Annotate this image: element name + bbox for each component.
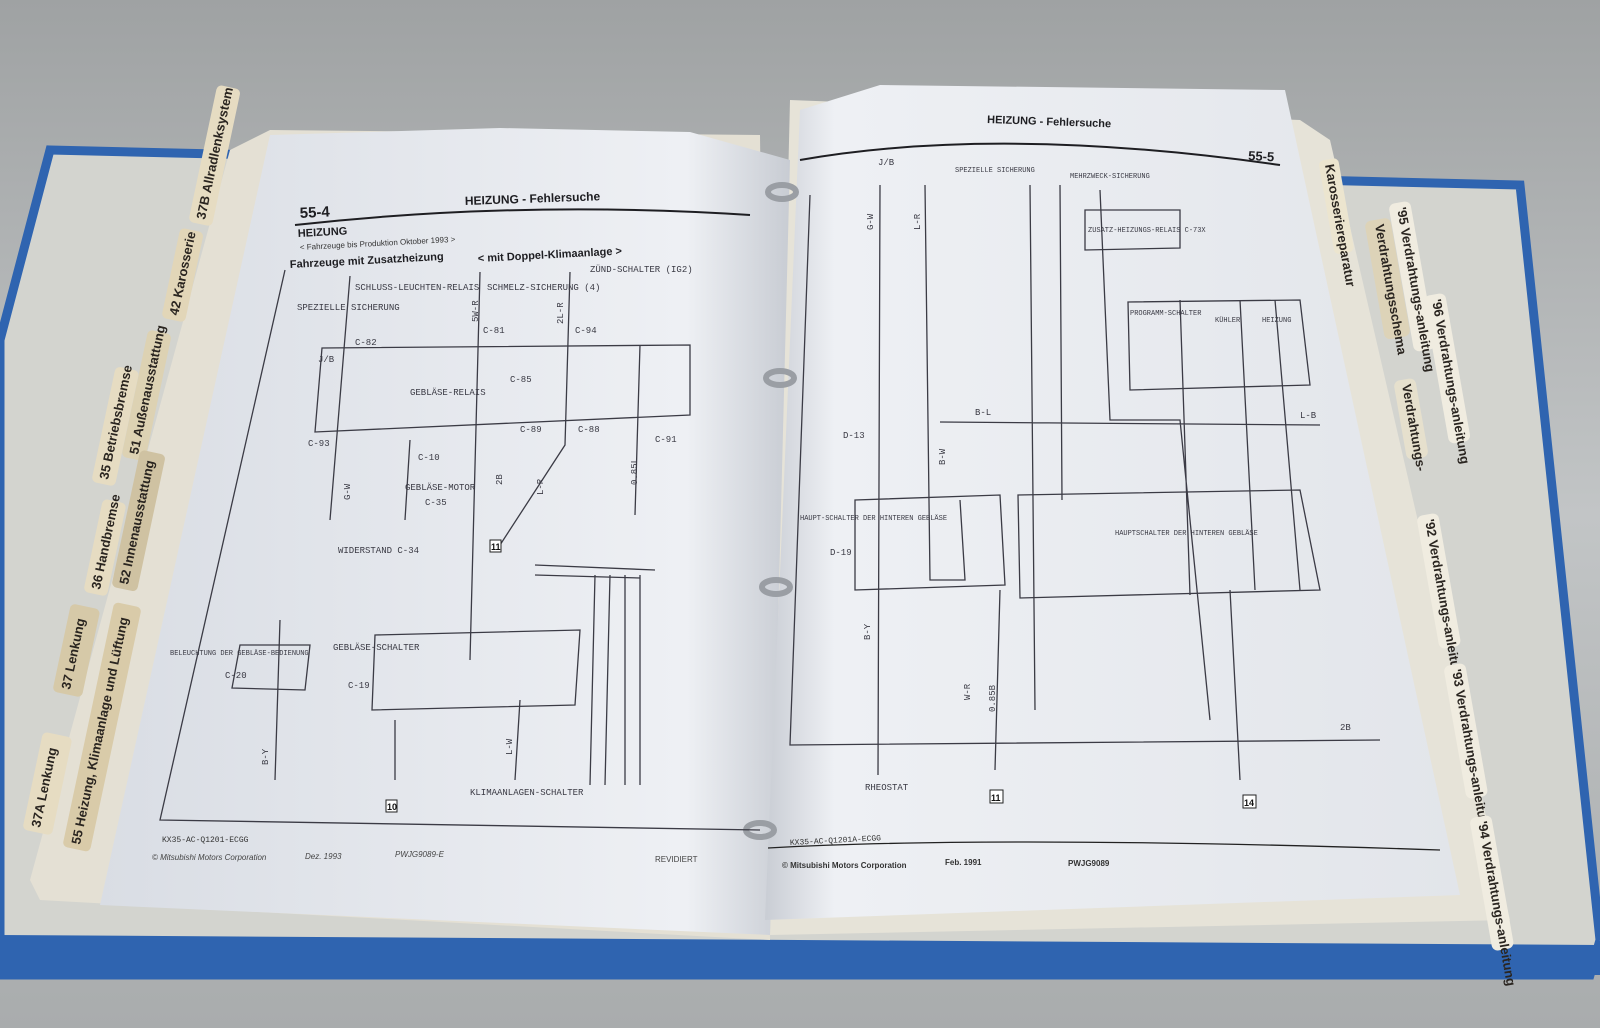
wire-code: L-B [1300,411,1317,421]
wire-code: 5W-R [471,300,481,322]
connector-label: D-19 [830,548,852,558]
right-page-number: 55-5 [1248,148,1275,164]
wire-code: 2L-R [556,302,566,324]
label-klima-schalter: KLIMAANLAGEN-SCHALTER [470,788,584,798]
wire-code: L-R [913,213,923,230]
right-copyright: © Mitsubishi Motors Corporation [782,861,907,870]
left-page [100,128,790,935]
binder-spine-edge [0,935,1600,975]
label-kuehler: KÜHLER [1215,316,1241,325]
connector-label: C-91 [655,435,677,445]
left-page-content: 55-4 HEIZUNG - Fehlersuche HEIZUNG < Fah… [152,189,761,864]
wire-code: L-R [536,478,546,495]
right-page-header: HEIZUNG - Fehlersuche [987,114,1111,130]
label-widerstand: WIDERSTAND C-34 [338,546,419,556]
wire-code: W-R [963,683,973,700]
label-spez-sicherung: SPEZIELLE SICHERUNG [297,303,400,313]
left-copyright: © Mitsubishi Motors Corporation [152,853,267,862]
connector-label: C-81 [483,326,505,336]
label-hauptschalter-links: HAUPT-SCHALTER DER HINTEREN GEBLÄSE [800,514,947,523]
connector-label: C-82 [355,338,377,348]
wire-code: L-W [505,738,515,755]
label-schmelz: SCHMELZ-SICHERUNG (4) [487,283,600,293]
left-date: Dez. 1993 [305,852,342,861]
label-schluss: SCHLUSS-LEUCHTEN-RELAIS [355,283,479,293]
wire-code: 2B [1340,723,1351,733]
section-title: HEIZUNG [298,225,348,240]
label-rheostat: RHEOSTAT [865,783,909,793]
connector-label: C-85 [510,375,532,385]
connector-label: J/B [878,158,895,168]
label-zuend: ZÜND-SCHALTER (IG2) [590,264,693,275]
label-zusatz-relais: ZUSATZ-HEIZUNGS-RELAIS C-73X [1088,227,1206,235]
label-spezielle-sicherung: SPEZIELLE SICHERUNG [955,167,1035,175]
connector-label: C-10 [418,453,440,463]
wire-code: 2B [495,474,505,485]
wire-code: B-L [975,408,991,418]
wire-code: B-Y [261,748,271,765]
left-pub-code: PWJG9089-E [395,850,445,859]
wire-code: G-W [343,483,353,500]
connector-label: C-93 [308,439,330,449]
label-geblaese-schalter: GEBLÄSE-SCHALTER [333,643,420,653]
wire-code: 0.85L [630,458,640,485]
label-beleuchtung: BELEUCHTUNG DER GEBLÄSE-BEDIENUNG [170,649,309,658]
right-pub-code: PWJG9089 [1068,859,1110,868]
binder-rings [743,182,799,840]
connector-label: C-88 [578,425,600,435]
wire-code: 0.85B [988,684,998,712]
label-heizung: HEIZUNG [1262,317,1291,325]
connector-label: C-89 [520,425,542,435]
left-doc-code: KX35-AC-Q1201-ECGG [162,836,249,845]
connector-label: C-19 [348,681,370,691]
header-rule [294,208,751,226]
ground-number: 10 [387,802,397,812]
right-date: Feb. 1991 [945,858,982,867]
connector-label: D-13 [843,431,865,441]
label-geblaese-motor: GEBLÄSE-MOTOR [405,483,476,493]
ground-number: 11 [991,793,1001,803]
label-hauptschalter: HAUPTSCHALTER DER HINTEREN GEBLÄSE [1115,529,1258,538]
wire-code: G-W [866,213,876,230]
left-page-header: HEIZUNG - Fehlersuche [465,189,601,208]
right-page [765,85,1460,920]
label-programm-schalter: PROGRAMM-SCHALTER [1130,310,1202,318]
wire-code: B-W [938,448,948,465]
page-frame [159,269,761,831]
header-rule [799,142,1281,166]
label-geblaese-relais: GEBLÄSE-RELAIS [410,388,486,398]
connector-label: C-94 [575,326,597,336]
label-mehrzweck-sicherung: MEHRZWECK-SICHERUNG [1070,173,1150,181]
left-page-number: 55-4 [299,203,331,222]
ground-number: 11 [491,542,501,552]
connector-label: J/B [318,355,335,365]
left-status: REVIDIERT [655,855,698,864]
right-page-content: HEIZUNG - Fehlersuche 55-5 ZUSATZ-HEIZUN… [767,114,1441,870]
connector-label: C-35 [425,498,447,508]
wire-code: B-Y [863,623,873,640]
ground-number: 14 [1244,798,1254,808]
connector-label: C-20 [225,671,247,681]
